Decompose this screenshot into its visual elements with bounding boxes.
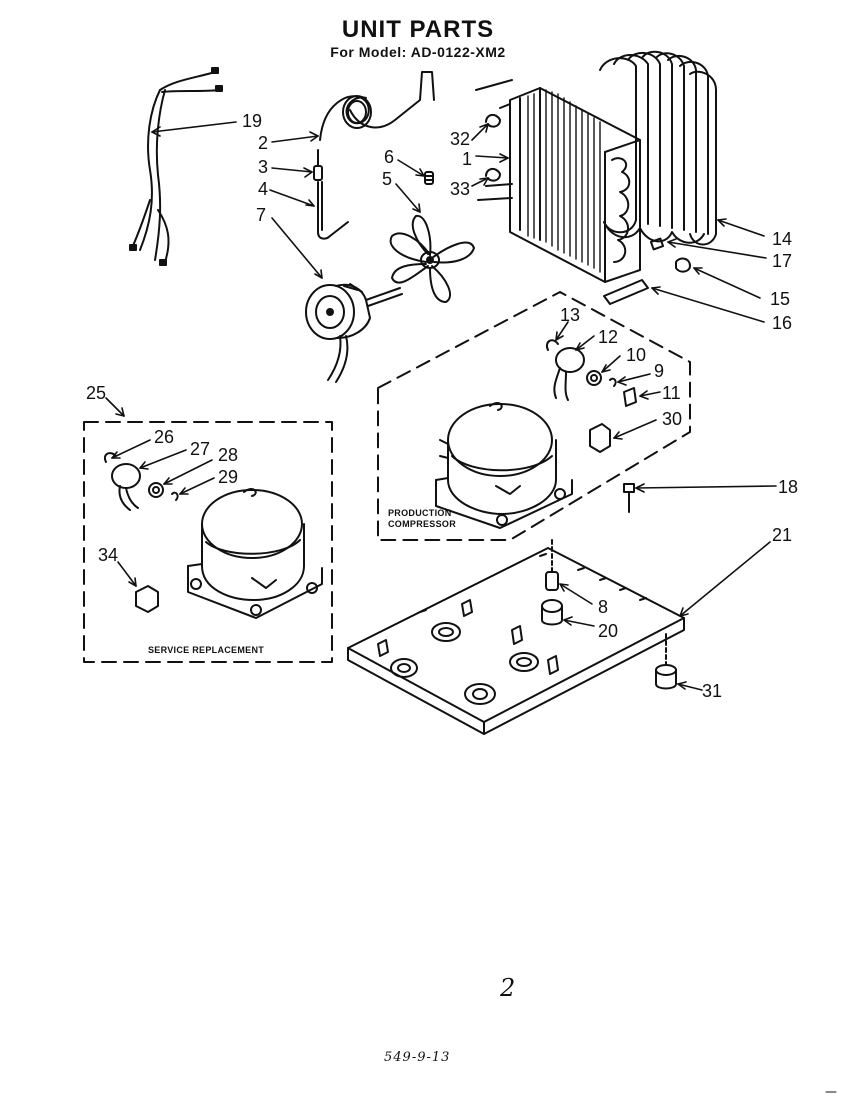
callout-7: 7	[256, 205, 267, 225]
callout-10: 10	[626, 345, 647, 365]
fan-screw	[424, 171, 434, 185]
callout-14: 14	[772, 229, 793, 249]
callout-27: 27	[190, 439, 211, 459]
callout-33: 33	[450, 179, 471, 199]
callout-18: 18	[778, 477, 799, 497]
handwritten-page-number: 2	[500, 974, 516, 1002]
service-compressor	[187, 487, 323, 619]
production-compressor-box	[377, 291, 691, 541]
mounting-clips	[485, 114, 501, 182]
callout-15: 15	[770, 289, 791, 309]
strainer	[313, 149, 323, 181]
callout-13: 13	[560, 305, 581, 325]
service-relay-clip	[135, 585, 159, 613]
wiring-harness	[129, 67, 223, 266]
callout-16: 16	[772, 313, 793, 333]
fan-motor	[305, 283, 403, 383]
callout-1: 1	[462, 149, 473, 169]
page-title: UNIT PARTS	[341, 16, 495, 43]
tube-assembly	[317, 181, 349, 240]
production-label-line1: PRODUCTION	[388, 508, 452, 518]
callout-29: 29	[218, 467, 239, 487]
callout-30: 30	[662, 409, 683, 429]
callout-4: 4	[258, 179, 269, 199]
service-replacement-box	[83, 421, 333, 663]
callout-34: 34	[98, 545, 119, 565]
callout-26: 26	[154, 427, 175, 447]
callout-9: 9	[654, 361, 665, 381]
capillary-tube	[319, 71, 435, 141]
callout-6: 6	[384, 147, 395, 167]
production-compressor	[435, 401, 573, 529]
callout-8: 8	[598, 597, 609, 617]
leader-lines	[105, 121, 777, 691]
condenser-coil	[475, 79, 641, 283]
callout-3: 3	[258, 157, 269, 177]
service-replacement-label: SERVICE REPLACEMENT	[148, 645, 265, 655]
callout-21: 21	[772, 525, 793, 545]
drain-bar	[603, 279, 649, 305]
callout-2: 2	[258, 133, 269, 153]
small-clip	[649, 237, 691, 273]
relay-assembly	[546, 339, 637, 453]
callout-20: 20	[598, 621, 619, 641]
bolt	[623, 483, 635, 513]
service-relay-assembly	[104, 452, 179, 511]
callout-25: 25	[86, 383, 107, 403]
evaporator-coil	[599, 50, 717, 246]
callout-32: 32	[450, 129, 471, 149]
rubber-foot	[655, 633, 677, 690]
callout-19: 19	[242, 111, 263, 131]
callout-11: 11	[662, 383, 681, 403]
model-subtitle: For Model: AD-0122-XM2	[330, 44, 506, 60]
callout-12: 12	[598, 327, 619, 347]
fan-blade	[389, 214, 475, 303]
callout-17: 17	[772, 251, 793, 271]
callout-5: 5	[382, 169, 393, 189]
production-label-line2: COMPRESSOR	[388, 519, 457, 529]
grommet-stack	[541, 539, 563, 626]
callout-28: 28	[218, 445, 239, 465]
base-plate	[347, 547, 685, 735]
callout-31: 31	[702, 681, 723, 701]
handwritten-code: 549-9-13	[384, 1050, 451, 1065]
